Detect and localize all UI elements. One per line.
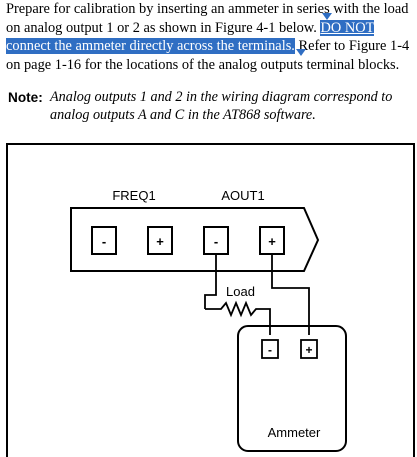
load-label: Load [226, 284, 255, 299]
paragraph-line-1: Prepare for calibration by inserting an … [6, 1, 409, 17]
figure-border [6, 143, 415, 457]
terminal-aout1-plus-symbol: + [268, 234, 276, 249]
terminal-freq1-plus [147, 226, 173, 255]
terminal-freq1-minus [91, 226, 117, 255]
selection-start-handle-icon[interactable] [322, 13, 332, 20]
selected-text-warning[interactable]: DO NOT [320, 19, 375, 36]
selection-end-handle-icon[interactable] [296, 49, 306, 56]
ammeter-minus-symbol: - [268, 343, 272, 357]
note-line-1: Analog outputs 1 and 2 in the wiring dia… [50, 89, 393, 105]
note-line-2: analog outputs A and C in the AT868 soft… [50, 106, 316, 123]
terminal-block [70, 207, 320, 272]
paragraph-line-2: on analog output 1 or 2 as shown in Figu… [6, 19, 414, 38]
ammeter-label: Ammeter [268, 425, 321, 440]
ammeter-minus-terminal [261, 339, 279, 359]
terminal-aout1-minus-symbol: - [214, 234, 218, 249]
load-resistor [205, 300, 271, 335]
note-label: Note: [8, 90, 43, 105]
terminal-freq1-plus-symbol: + [156, 234, 164, 249]
ammeter-plus-symbol: + [305, 343, 312, 357]
wiring-diagram: FREQ1 AOUT1 - + - + Load - + Ammeter [6, 143, 415, 457]
paragraph-line-3: connect the ammeter directly across the … [6, 37, 414, 56]
ammeter-body [237, 325, 347, 452]
paragraph-line-4: on page 1-16 for the locations of the an… [6, 56, 400, 73]
selected-text-instruction[interactable]: connect the ammeter directly across the … [6, 38, 295, 55]
aout1-label: AOUT1 [221, 188, 264, 203]
wire-minus-to-load [204, 254, 217, 309]
wire-plus-to-ammeter [271, 254, 310, 335]
instruction-paragraph: Prepare for calibration by inserting an … [6, 0, 414, 74]
paragraph-line-3-text: Refer to Figure 1-4 [294, 38, 410, 55]
ammeter-plus-terminal [300, 339, 318, 359]
note-text: Analog outputs 1 and 2 in the wiring dia… [50, 89, 392, 124]
paragraph-line-2-text: on analog output 1 or 2 as shown in Figu… [6, 19, 321, 36]
terminal-freq1-minus-symbol: - [102, 234, 106, 249]
freq1-label: FREQ1 [112, 188, 155, 203]
